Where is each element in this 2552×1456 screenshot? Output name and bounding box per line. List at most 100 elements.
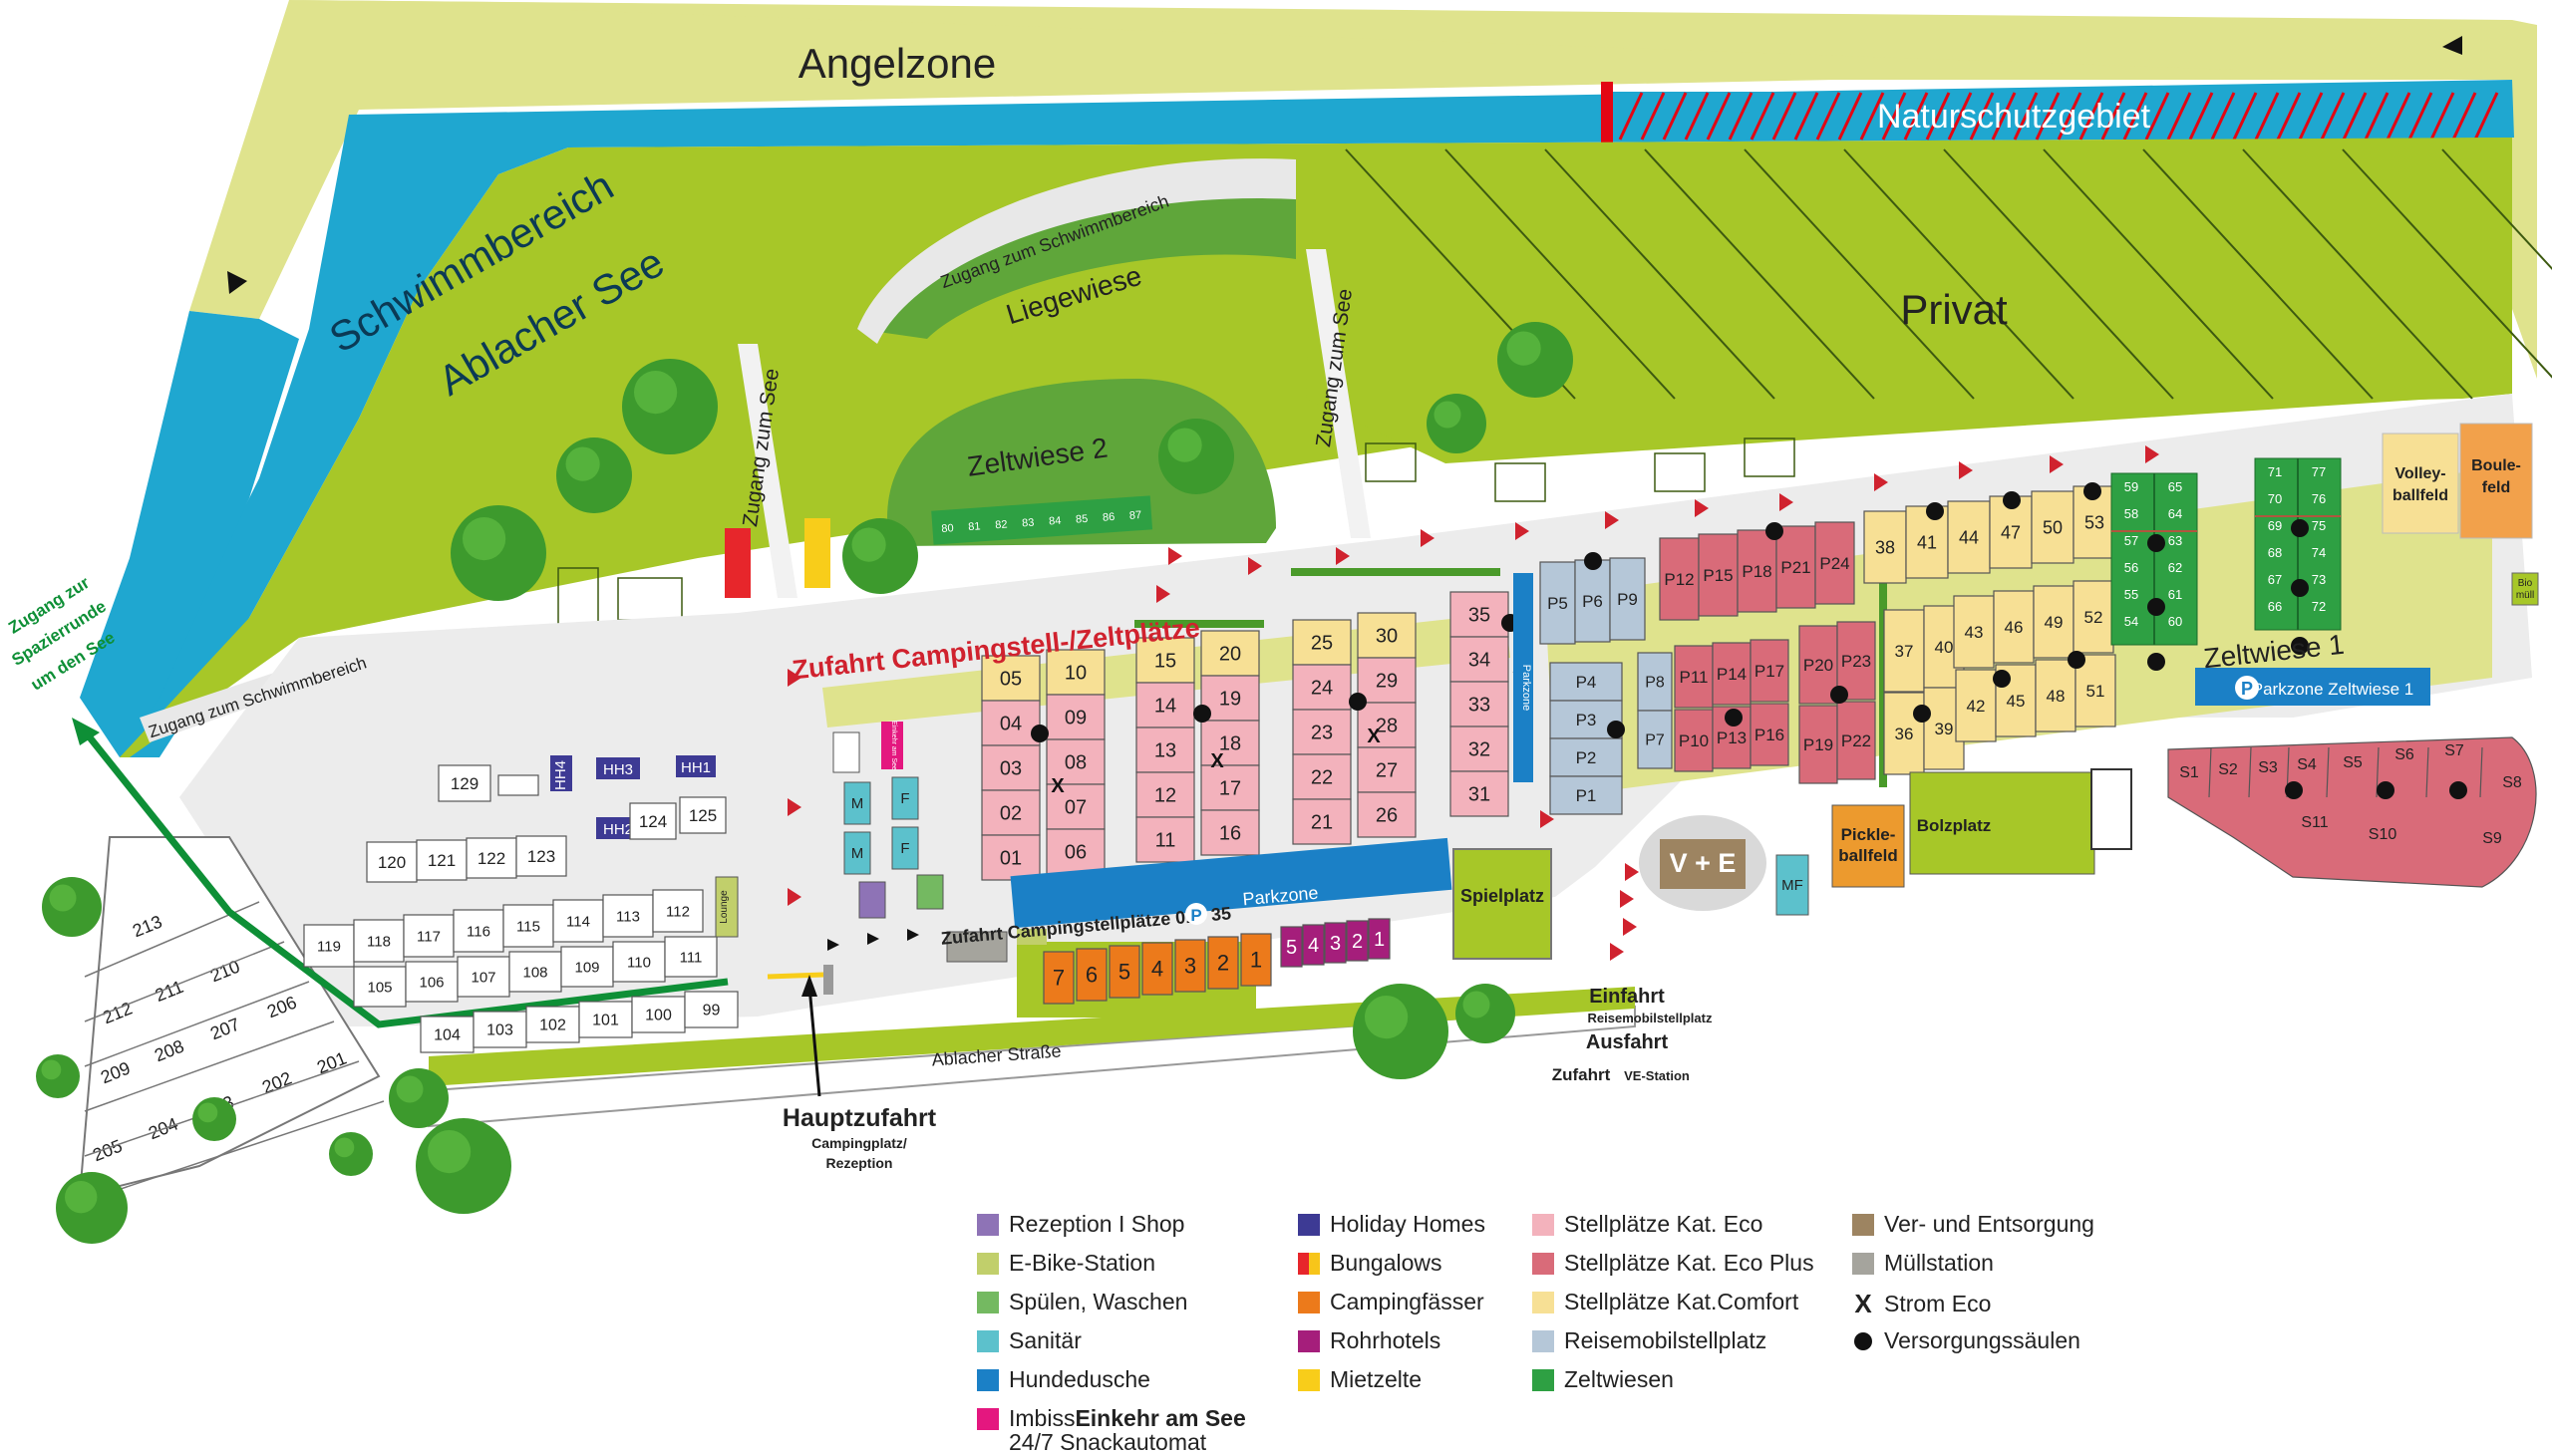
eco-plot[interactable] [1200,630,1260,677]
bungalow[interactable] [453,909,504,953]
comfort-plot[interactable] [1993,590,2035,664]
rm-plot[interactable] [1549,662,1623,702]
comfort-plot[interactable] [2031,490,2074,564]
parkzone-zw1[interactable] [2195,668,2430,706]
ecoplus-plot[interactable] [1659,537,1700,621]
holiday-home[interactable] [676,755,716,777]
holiday-home[interactable] [550,755,572,791]
bungalow-yellow[interactable] [804,518,830,588]
comfort-plot[interactable] [2035,659,2076,732]
rm-plot[interactable] [1637,652,1673,712]
campingfass[interactable] [1109,945,1140,999]
ve-station[interactable] [1660,839,1746,889]
reception-building[interactable] [858,881,886,919]
ecoplus-plot[interactable] [1814,521,1855,605]
eco-plot[interactable] [1357,746,1417,793]
bungalow[interactable] [515,835,567,877]
campingfass[interactable] [1174,939,1206,993]
biomull[interactable] [2511,572,2539,606]
sanitaer-3[interactable] [843,831,871,875]
eco-plot[interactable] [1449,770,1509,817]
spuelen-building[interactable] [916,874,944,910]
sanitaer-4[interactable] [891,826,919,870]
bungalow[interactable] [502,904,554,948]
eco-plot[interactable] [1292,798,1352,845]
campingfass[interactable] [1240,933,1272,987]
bungalow[interactable] [552,899,604,943]
comfort-plot[interactable] [1863,510,1907,584]
eco-plot[interactable] [1200,720,1260,766]
eco-plot[interactable] [1357,791,1417,838]
rohrhotel[interactable] [1368,918,1391,960]
rm-plot[interactable] [1574,559,1611,643]
comfort-plot[interactable] [1905,505,1949,579]
bungalow[interactable] [578,1001,633,1038]
bungalow[interactable] [508,951,562,993]
comfort-plot[interactable] [2033,585,2074,659]
bungalow[interactable] [679,796,727,834]
holiday-home[interactable] [596,757,640,779]
campingfass[interactable] [1043,951,1075,1005]
ebike-station[interactable] [1017,929,1047,945]
eco-plot[interactable] [1449,591,1509,638]
eco-plot[interactable] [1357,612,1417,659]
parkzone-small[interactable] [1513,573,1533,782]
ecoplus-plot[interactable] [1750,703,1789,766]
eco-plot[interactable] [1046,828,1106,875]
rm-plot[interactable] [1609,557,1646,641]
ecoplus-plot[interactable] [1798,625,1838,705]
eco-plot[interactable] [981,700,1041,746]
campingfass[interactable] [1141,942,1173,996]
rohrhotel[interactable] [1280,926,1303,968]
eco-plot[interactable] [1449,681,1509,728]
ecoplus-plot[interactable] [1750,639,1789,703]
ecoplus-plot[interactable] [1775,525,1816,609]
campingfass[interactable] [1076,948,1108,1002]
bungalow[interactable] [602,894,654,938]
bungalow[interactable] [629,802,677,840]
parkzone-main[interactable] [1010,837,1452,929]
comfort-plot[interactable] [2073,580,2114,654]
bolzplatz[interactable] [1909,771,2095,875]
eco-plot[interactable] [1357,702,1417,748]
campingfass[interactable] [1207,936,1239,990]
imbiss-building[interactable] [881,722,903,769]
ecoplus-plot[interactable] [1737,529,1777,613]
bungalow[interactable] [684,991,739,1028]
rohrhotel[interactable] [1346,920,1369,962]
boule-field[interactable] [2459,423,2533,539]
comfort-plot[interactable] [2074,654,2116,728]
eco-plot[interactable] [1292,709,1352,755]
rm-plot[interactable] [1637,710,1673,769]
rm-plot[interactable] [1549,775,1623,815]
eco-plot[interactable] [981,834,1041,881]
eco-plot[interactable] [1135,637,1195,684]
bungalow[interactable] [438,764,491,802]
muell-station[interactable] [946,931,1008,963]
eco-plot[interactable] [1292,664,1352,711]
eco-plot[interactable] [1292,619,1352,666]
ecoplus-plot[interactable] [1798,705,1838,784]
bungalow[interactable] [405,961,459,1003]
eco-plot[interactable] [1449,726,1509,772]
rohrhotel[interactable] [1324,922,1347,964]
rm-plot[interactable] [1549,737,1623,777]
eco-plot[interactable] [1357,657,1417,704]
bungalow[interactable] [457,956,510,998]
s-plot-area[interactable] [2167,736,2537,888]
pickleball-field[interactable] [1831,804,1905,888]
eco-plot[interactable] [1449,636,1509,683]
sanitaer-1[interactable] [843,781,871,825]
bungalow[interactable] [652,889,704,933]
bungalow[interactable] [403,914,455,958]
eco-plot[interactable] [981,655,1041,702]
spazier-path[interactable] [87,734,729,1028]
ecoplus-plot[interactable] [1836,621,1876,701]
mf-building[interactable] [1775,854,1809,916]
eco-plot[interactable] [1046,783,1106,830]
eco-plot[interactable] [981,744,1041,791]
bungalow-red[interactable] [725,528,751,598]
lounge[interactable] [715,876,739,938]
comfort-plot[interactable] [1955,669,1997,742]
sanitaer-2[interactable] [891,776,919,820]
